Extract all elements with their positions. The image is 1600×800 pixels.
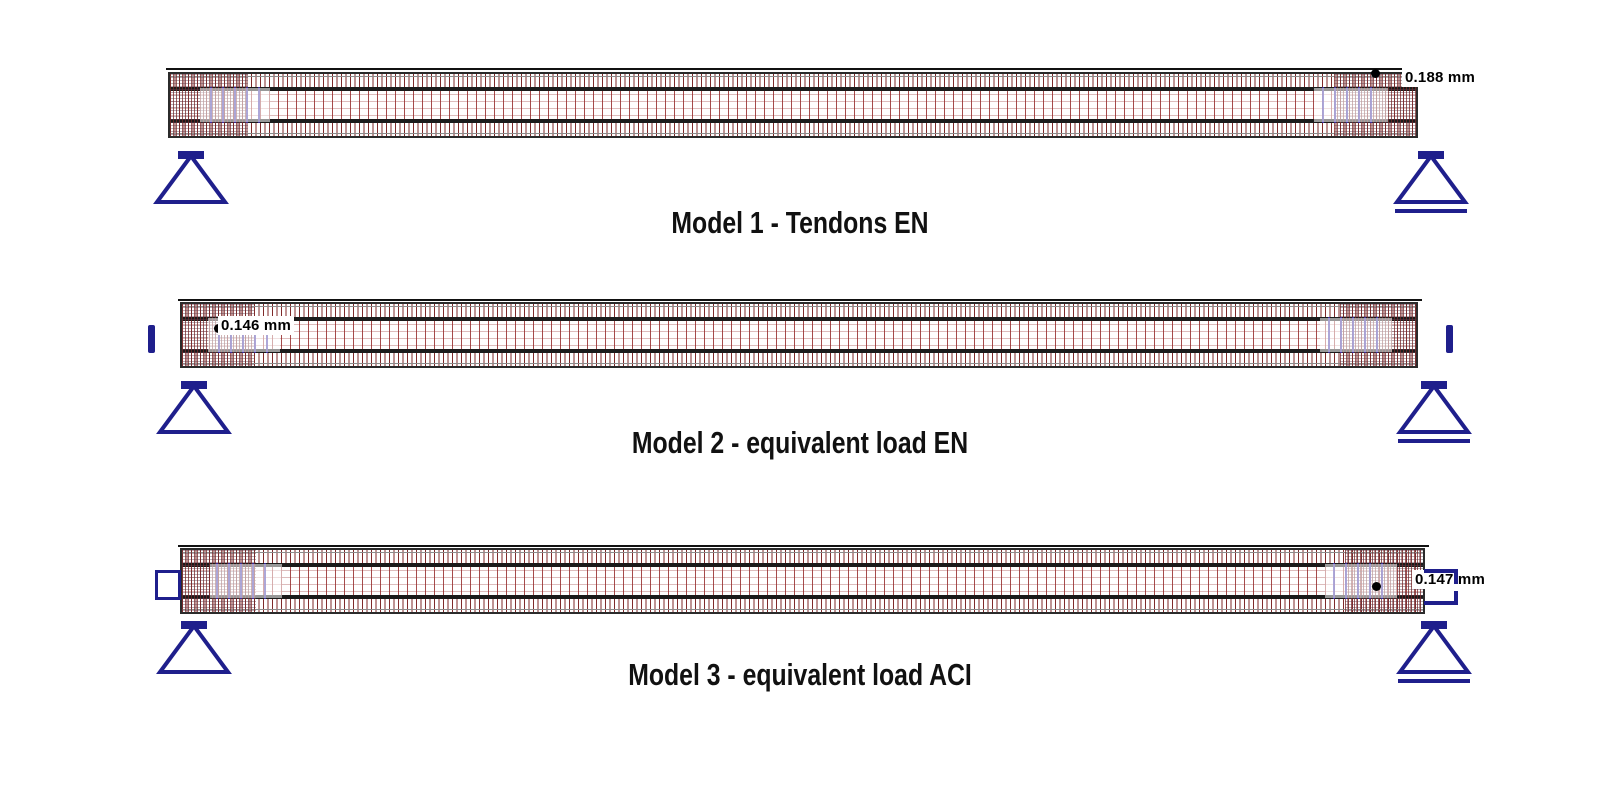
deflection-point-model-1	[1371, 69, 1380, 78]
mesh-top-flange	[170, 74, 1416, 87]
deflection-curve-model-2	[178, 299, 1422, 301]
beam-mesh-model-3	[182, 550, 1423, 612]
mesh-bottom-flange	[170, 123, 1416, 136]
left-support-model-1[interactable]	[145, 150, 237, 212]
beam-top-rail	[170, 76, 1416, 77]
left-moment-marker-model-3[interactable]	[155, 570, 181, 600]
roller-support-icon	[1396, 381, 1472, 443]
beam-bottom-rail	[182, 363, 1416, 364]
mesh-top-flange	[182, 304, 1416, 317]
beam-bottom-flange-band	[182, 595, 1423, 599]
pinned-support-icon	[153, 151, 229, 204]
mesh-top-flange	[182, 550, 1423, 563]
caption-model-2: Model 2 - equivalent load EN	[631, 425, 969, 460]
beam-top-flange-band	[182, 563, 1423, 567]
roller-support-icon	[1393, 151, 1469, 213]
beam-bottom-rail	[182, 609, 1423, 610]
mesh-bottom-flange	[182, 599, 1423, 612]
left-load-marker-model-2[interactable]	[148, 325, 155, 353]
beam-top-flange-band	[170, 87, 1416, 91]
deflection-point-model-3	[1372, 582, 1381, 591]
deflection-label-model-1: 0.188 mm	[1402, 68, 1478, 87]
deformation-haze-left	[200, 88, 270, 122]
beam-bottom-flange-band	[182, 349, 1416, 353]
deformation-haze-left	[210, 564, 282, 598]
deflection-curve-model-3	[178, 545, 1429, 547]
right-support-model-1[interactable]	[1385, 150, 1477, 222]
deformation-haze-right	[1325, 564, 1397, 598]
beam-mesh-model-1	[170, 74, 1416, 136]
mesh-vertical-lines	[170, 87, 1416, 123]
beam-bottom-flange-band	[170, 119, 1416, 123]
deformation-haze-right	[1314, 88, 1388, 122]
beam-model-1[interactable]	[166, 68, 1422, 138]
beam-top-flange-band	[182, 317, 1416, 321]
pinned-support-icon	[156, 621, 232, 674]
beam-top-rail	[182, 552, 1423, 553]
caption-model-1: Model 1 - Tendons EN	[671, 205, 929, 240]
right-support-model-3[interactable]	[1388, 620, 1480, 692]
right-moment-marker-model-3[interactable]	[1422, 562, 1462, 612]
left-support-model-2[interactable]	[148, 380, 240, 442]
right-load-marker-model-2[interactable]	[1446, 325, 1453, 353]
deflection-label-model-3: 0.147 mm	[1412, 570, 1488, 589]
mesh-vertical-lines	[182, 563, 1423, 599]
right-support-model-2[interactable]	[1388, 380, 1480, 452]
beam-model-3[interactable]	[178, 545, 1429, 614]
deformation-haze-right	[1320, 318, 1392, 352]
beam-model-2[interactable]	[178, 299, 1422, 368]
mesh-vertical-lines	[182, 317, 1416, 353]
deflection-curve-model-1	[166, 68, 1422, 70]
roller-support-icon	[1396, 621, 1472, 683]
beam-bottom-rail	[170, 133, 1416, 134]
moment-bracket-icon	[1424, 569, 1458, 605]
beam-top-rail	[182, 306, 1416, 307]
left-support-model-3[interactable]	[148, 620, 240, 682]
caption-model-3: Model 3 - equivalent load ACI	[628, 657, 972, 692]
beam-mesh-model-2	[182, 304, 1416, 366]
deflection-label-model-2: 0.146 mm	[218, 316, 294, 335]
mesh-bottom-flange	[182, 353, 1416, 366]
pinned-support-icon	[156, 381, 232, 434]
